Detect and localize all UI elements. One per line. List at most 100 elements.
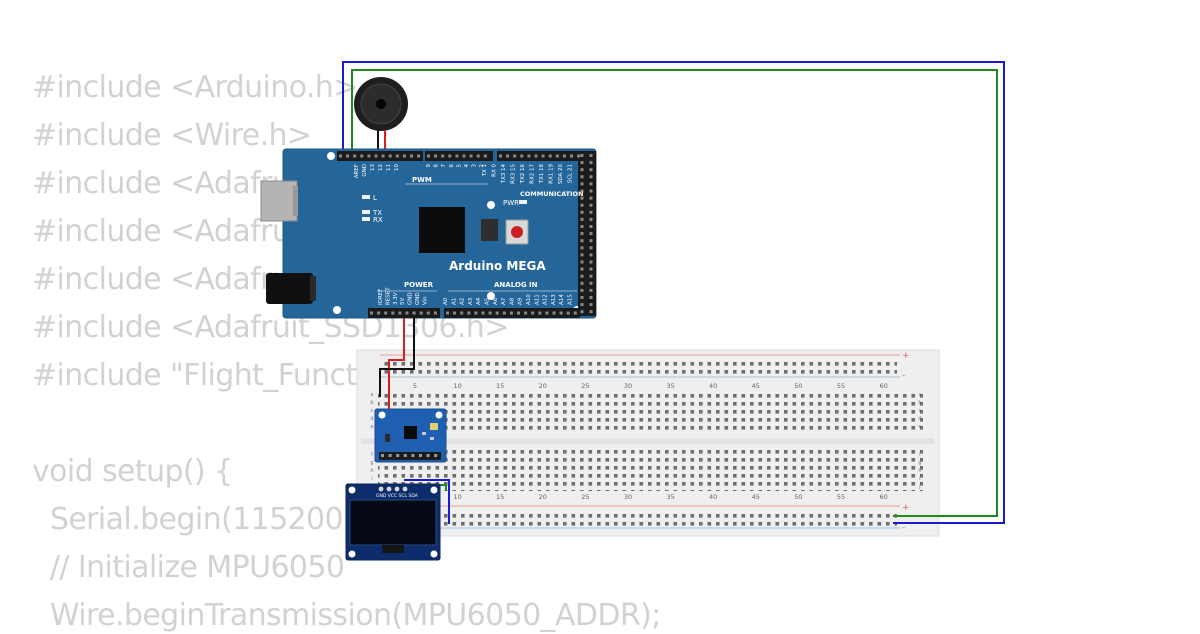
header-pin [446, 311, 449, 315]
header-pin [426, 311, 430, 315]
pin-label: A14 [559, 294, 565, 305]
pin-label: GND [362, 164, 368, 177]
header-pin [580, 303, 584, 307]
header-pin [580, 239, 584, 243]
header-pin [589, 253, 593, 257]
code-line: Wire.beginTransmission(MPU6050_ADDR); [32, 598, 661, 633]
header-pin [520, 154, 524, 158]
header-pin [513, 154, 517, 158]
header-pin [395, 154, 399, 158]
bottom-power-rail-minus [382, 519, 897, 527]
header-pin [580, 310, 584, 314]
header-pin [483, 154, 487, 158]
header-top-pwm [425, 151, 493, 161]
pin-label: TX3 14 [501, 164, 507, 185]
pin-label: 11 [386, 164, 392, 171]
header-pin [589, 239, 593, 243]
breadboard-column-number: 35 [666, 382, 674, 390]
oled-display-module: GND VCC SCL SDA [345, 483, 441, 561]
code-line: #include <Wire.h> [32, 118, 312, 153]
pin-label: A8 [509, 297, 515, 305]
header-pin [509, 311, 513, 315]
pin-label: SDA 20 [558, 164, 564, 185]
pin-label: 5V [400, 298, 406, 305]
header-pin [580, 210, 584, 214]
breadboard-column-number: 15 [496, 493, 504, 501]
breadboard-row-letter: d [370, 416, 373, 422]
header-bottom-power [368, 308, 440, 318]
header-pin [353, 154, 357, 158]
header-pin [589, 303, 593, 307]
header-pin [580, 225, 584, 228]
header-pin [580, 182, 584, 186]
jumper-wires [342, 61, 1005, 524]
pin-label: RX 0 [492, 164, 498, 177]
breadboard-row-letter: c [371, 408, 374, 414]
header-pin [580, 253, 584, 257]
arduino-mega-board: L TX RX PWR Arduino MEGA PWM COMMUNICATI… [260, 148, 597, 319]
rail-plus-label: + [902, 351, 910, 361]
header-pin [589, 182, 593, 186]
wire-black-gnd [379, 318, 415, 397]
header-pin [534, 154, 538, 158]
led-rx [362, 217, 370, 221]
led-tx-label: TX [372, 209, 382, 217]
breadboard-column-number: 40 [709, 493, 717, 501]
pin-label: GND [415, 292, 421, 305]
mpu6050-pin [381, 454, 384, 457]
pin-label: A1 [451, 298, 457, 305]
rail-plus-label-bottom: + [902, 503, 910, 513]
header-pin [346, 154, 350, 158]
usb-port [260, 180, 298, 222]
led-pwr [519, 200, 527, 204]
header-pin [384, 311, 388, 315]
pin-label: 3 [472, 164, 478, 168]
pin-label: 10 [394, 164, 400, 171]
pin-label: A15 [568, 294, 574, 305]
pin-label: A7 [501, 297, 507, 305]
pin-label: 5 [456, 164, 462, 168]
header-pin [580, 203, 584, 207]
mpu6050-chip [404, 426, 417, 439]
header-pin [589, 161, 593, 165]
header-pin [589, 274, 593, 278]
header-pin [580, 175, 584, 179]
header-pin [589, 246, 593, 250]
wire-green-long [351, 69, 998, 517]
header-pin [562, 154, 566, 158]
pin-label: A9 [518, 297, 524, 305]
header-pin [541, 154, 545, 158]
mpu6050-pin [396, 454, 400, 457]
breadboard-row-letter: c [919, 408, 922, 414]
icsp-header [481, 219, 498, 241]
header-pin [577, 154, 581, 158]
header-pin [433, 311, 437, 315]
rail-minus-label: - [902, 371, 905, 381]
pin-label: IOREF [378, 289, 384, 305]
header-pin [589, 210, 593, 214]
header-pin [559, 311, 563, 315]
pin-label: RX2 17 [530, 164, 536, 184]
power-label: POWER [404, 281, 434, 289]
header-pin [405, 311, 409, 315]
header-top-comm [497, 151, 583, 161]
pin-label: SCL 21 [568, 164, 574, 183]
pin-label: 13 [370, 164, 376, 171]
header-pin [580, 246, 584, 250]
header-pin [580, 267, 584, 271]
header-pin [412, 311, 416, 315]
breadboard-column-number: 25 [581, 382, 589, 390]
breadboard-row-letter: f [919, 452, 921, 458]
led-rx-label: RX [373, 216, 383, 224]
dc-power-jack [266, 273, 313, 304]
mpu6050-pin [403, 454, 407, 457]
mpu6050-pin-header [379, 452, 441, 460]
breadboard-column-number: 45 [752, 493, 760, 501]
header-pin [417, 154, 421, 158]
mpu6050-pin [411, 454, 415, 457]
header-pin [589, 217, 593, 221]
breadboard-row-letter: i [919, 476, 920, 482]
microcontroller-chip [419, 207, 465, 253]
pin-label: 12 [378, 164, 384, 171]
